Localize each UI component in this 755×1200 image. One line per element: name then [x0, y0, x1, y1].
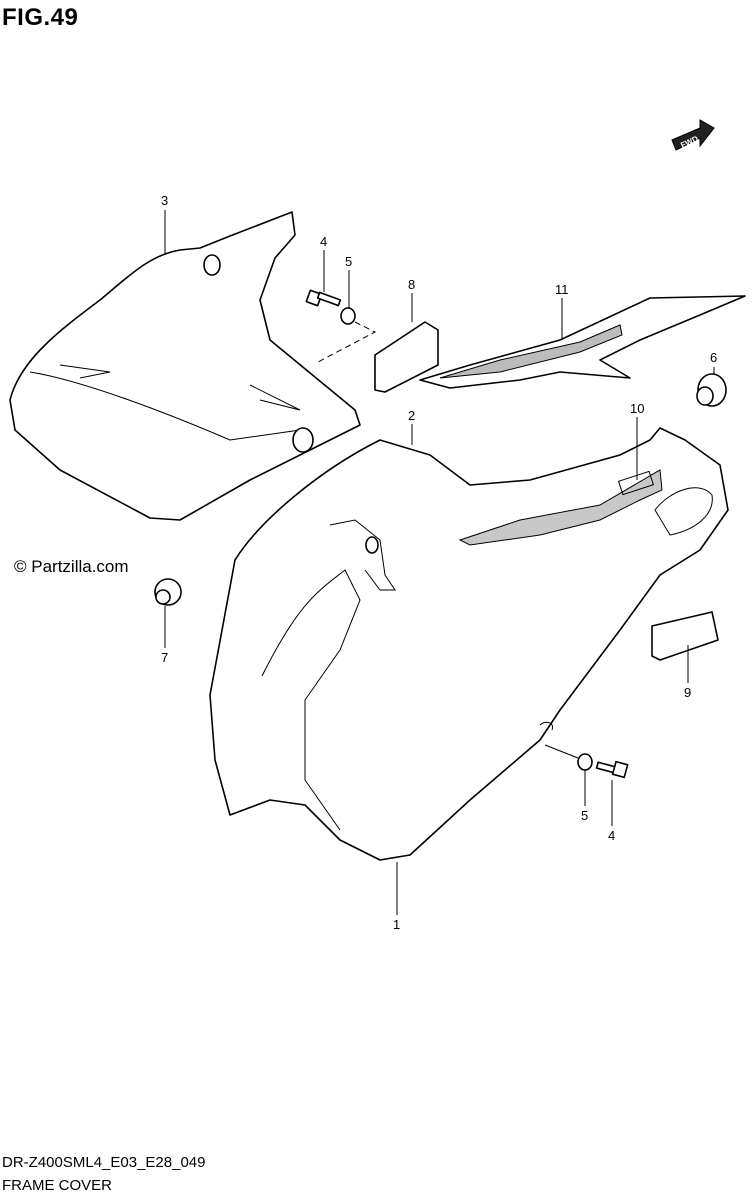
part-11-decal[interactable]	[419, 295, 746, 389]
part-5-washer-upper[interactable]	[340, 307, 356, 325]
figure-title: FIG.49	[2, 4, 79, 31]
callout-4-lower: 4	[608, 828, 615, 843]
callout-4-upper: 4	[320, 234, 327, 249]
part-4-bolt-lower[interactable]	[595, 760, 629, 779]
part-1-side-cover[interactable]	[209, 427, 729, 861]
callout-5-upper: 5	[345, 254, 352, 269]
fwd-arrow-icon: FWD	[671, 119, 715, 151]
callout-2: 2	[408, 408, 415, 423]
part-3-upper-cover[interactable]	[9, 211, 361, 521]
part-8-pad[interactable]	[374, 321, 439, 393]
callout-9: 9	[684, 685, 691, 700]
section-name: FRAME COVER	[2, 1177, 113, 1194]
model-code: DR-Z400SML4_E03_E28_049	[2, 1154, 206, 1171]
callout-6: 6	[710, 350, 717, 365]
part-7-grommet[interactable]	[154, 578, 182, 606]
callout-11: 11	[555, 282, 569, 297]
part-5-washer-lower[interactable]	[577, 753, 593, 771]
callout-10: 10	[630, 401, 644, 416]
watermark: © Partzilla.com	[14, 557, 129, 576]
callout-7: 7	[161, 650, 168, 665]
callout-8: 8	[408, 277, 415, 292]
callout-3: 3	[161, 193, 168, 208]
callout-5-lower: 5	[581, 808, 588, 823]
part-6-grommet[interactable]	[696, 373, 727, 407]
part-9-pad[interactable]	[651, 611, 719, 661]
part-4-bolt-upper[interactable]	[305, 289, 342, 307]
callout-1: 1	[393, 917, 400, 932]
part-10-decal[interactable]	[458, 469, 663, 546]
